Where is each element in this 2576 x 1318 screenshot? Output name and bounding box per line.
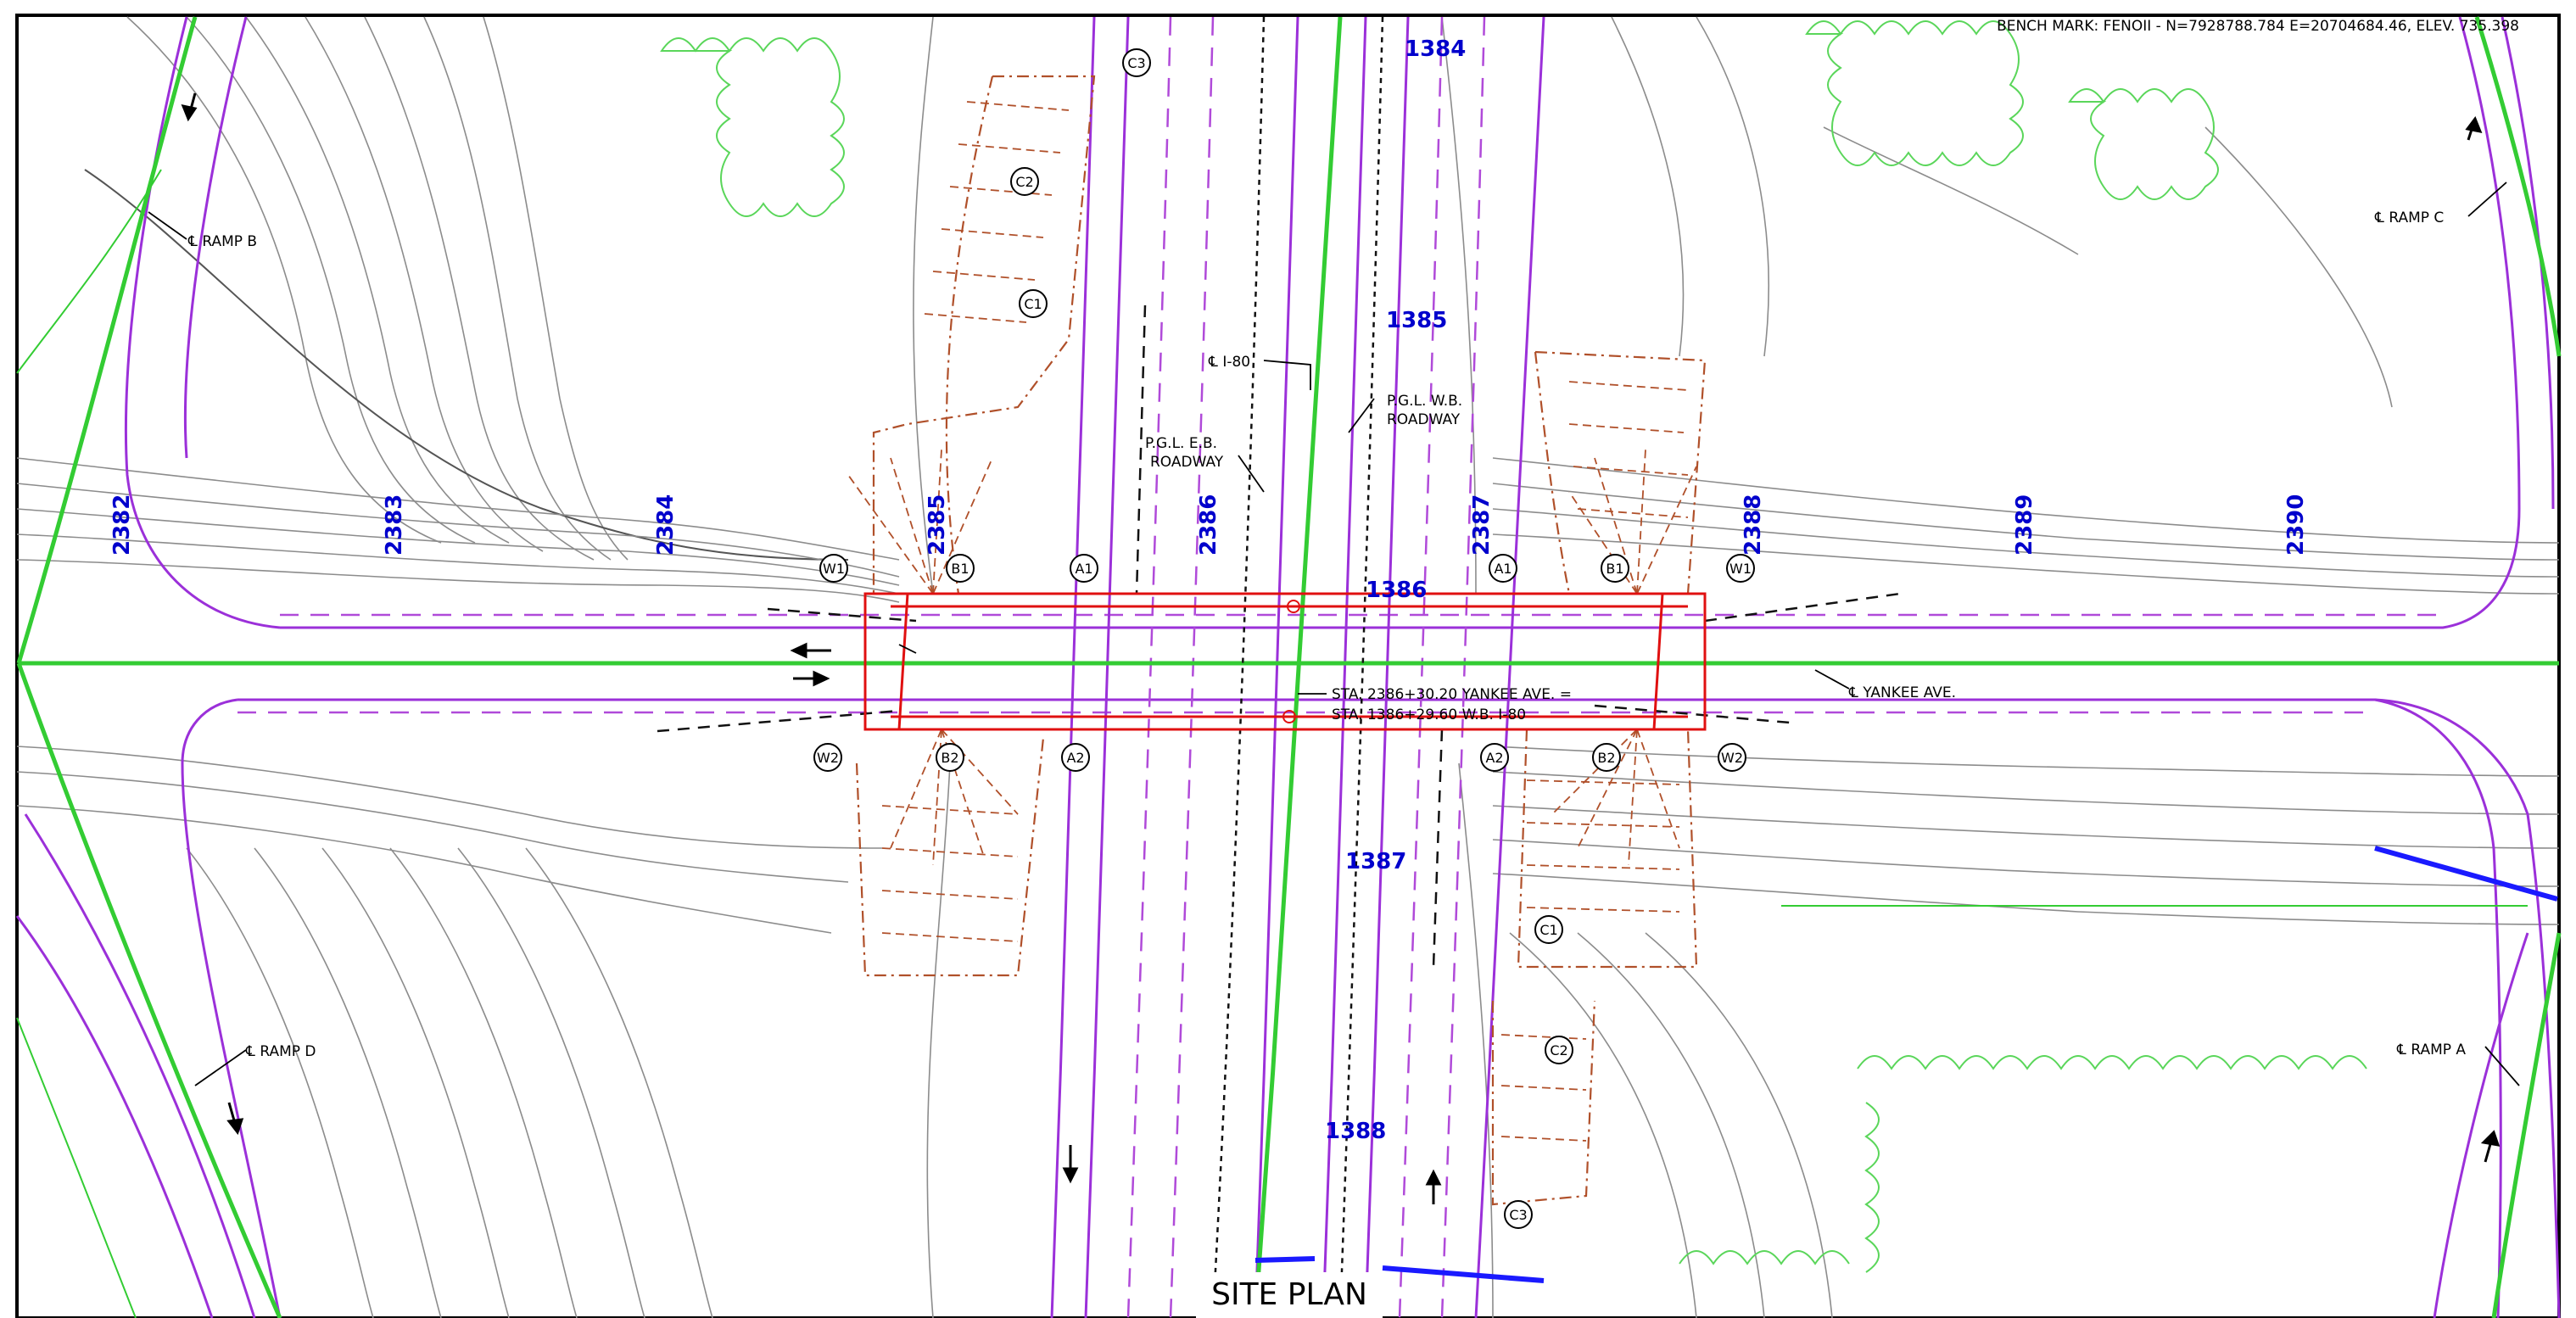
svg-text:C2: C2: [1015, 174, 1033, 190]
station-2389: 2389: [2012, 494, 2037, 556]
svg-text:W1: W1: [823, 561, 845, 577]
callout-w1-right: W1: [1726, 554, 1755, 583]
station-2382: 2382: [109, 494, 135, 556]
callout-b2-right: B2: [1592, 743, 1621, 772]
svg-text:W2: W2: [1721, 750, 1743, 766]
station-2384: 2384: [653, 494, 679, 556]
callout-a1-right: A1: [1489, 554, 1517, 583]
svg-text:C2: C2: [1550, 1042, 1567, 1058]
svg-text:A1: A1: [1075, 561, 1092, 577]
callout-a2-right: A2: [1480, 743, 1509, 772]
drawing-title: SITE PLAN: [1211, 1277, 1367, 1312]
callout-a1-left: A1: [1070, 554, 1098, 583]
station-2388: 2388: [1741, 494, 1766, 556]
traffic-arrows: [181, 92, 2501, 1204]
station-equation-1: STA. 2386+30.20 YANKEE AVE. =: [1332, 686, 1572, 703]
leader-lines: [148, 182, 2520, 1086]
i80-stations: 1384 1385 1386 1387 1388: [1325, 36, 1466, 1144]
callout-b2-left: B2: [936, 743, 964, 772]
station-2385: 2385: [925, 494, 950, 556]
callout-a2-left: A2: [1061, 743, 1090, 772]
svg-text:A2: A2: [1066, 750, 1084, 766]
callout-c3-bottom: C3: [1504, 1200, 1533, 1229]
alignment-labels: ℄ RAMP B ℄ RAMP C ℄ RAMP D ℄ RAMP A ℄ I-…: [187, 209, 2466, 1060]
svg-text:C3: C3: [1127, 55, 1145, 71]
alignment-centerlines: [16, 16, 2562, 1318]
slope-protection: [847, 75, 1707, 1206]
barrier-lines: [657, 16, 1901, 1318]
terrain-contours: [16, 16, 2560, 1318]
title-backdrop: [1196, 1272, 1383, 1318]
station-equation-2: STA. 1386+29.60 W.B. I-80: [1332, 706, 1526, 723]
roadway-edges: [15, 16, 2561, 1318]
station-2390: 2390: [2283, 494, 2309, 556]
svg-text:B2: B2: [1597, 750, 1615, 766]
label-ramp-a: ℄ RAMP A: [2396, 1042, 2466, 1058]
callout-c2-bottom: C2: [1545, 1036, 1573, 1064]
svg-text:B1: B1: [1606, 561, 1623, 577]
callout-c1-bottom: C1: [1534, 915, 1563, 944]
station-1384: 1384: [1405, 36, 1466, 62]
callout-w1-left: W1: [819, 554, 848, 583]
bench-mark-note: BENCH MARK: FENOII - N=7928788.784 E=207…: [1997, 18, 2519, 35]
label-pgl-wb-2: ROADWAY: [1387, 411, 1461, 428]
tree-lines: [660, 20, 2367, 1273]
callout-w2-right: W2: [1718, 743, 1746, 772]
callout-c2-top: C2: [1010, 167, 1039, 196]
station-1385: 1385: [1386, 308, 1447, 333]
label-yankee-ave: ℄ YANKEE AVE.: [1848, 684, 1956, 701]
label-pgl-eb-1: P.G.L. E.B.: [1145, 435, 1217, 452]
label-ramp-d: ℄ RAMP D: [245, 1043, 316, 1060]
callout-c3-top: C3: [1122, 48, 1151, 77]
station-1386: 1386: [1366, 578, 1427, 603]
station-1387: 1387: [1345, 849, 1406, 874]
svg-text:B1: B1: [951, 561, 969, 577]
label-pgl-wb-1: P.G.L. W.B.: [1387, 393, 1462, 410]
svg-text:W2: W2: [817, 750, 839, 766]
label-cl-i80: ℄ I-80: [1208, 354, 1250, 371]
bridge-structure: [863, 592, 1707, 731]
svg-text:W1: W1: [1729, 561, 1752, 577]
svg-text:A1: A1: [1494, 561, 1512, 577]
point-callouts: C3 C2 C1 W1 B1 A1 A1 B1 W1 W2 B2 A2 A2 B…: [813, 48, 1755, 1229]
station-2387: 2387: [1469, 494, 1495, 556]
sheet-border: [15, 14, 2561, 1318]
station-1388: 1388: [1325, 1119, 1386, 1144]
callout-b1-right: B1: [1601, 554, 1629, 583]
svg-text:C1: C1: [1539, 922, 1557, 938]
label-pgl-eb-2: ROADWAY: [1150, 454, 1224, 471]
svg-text:A2: A2: [1485, 750, 1503, 766]
svg-text:B2: B2: [941, 750, 958, 766]
svg-text:C1: C1: [1024, 296, 1042, 312]
station-2386: 2386: [1196, 494, 1221, 556]
callout-c1-top: C1: [1019, 289, 1048, 318]
station-2383: 2383: [382, 494, 407, 556]
yankee-stations: 2382 2383 2384 2385 2386 2387 2388 2389 …: [109, 494, 2309, 556]
guardrail-ends: [1254, 846, 2558, 1283]
callout-b1-left: B1: [946, 554, 975, 583]
label-ramp-b: ℄ RAMP B: [187, 233, 257, 250]
callout-w2-left: W2: [813, 743, 842, 772]
svg-text:C3: C3: [1509, 1207, 1527, 1223]
label-ramp-c: ℄ RAMP C: [2374, 209, 2444, 226]
